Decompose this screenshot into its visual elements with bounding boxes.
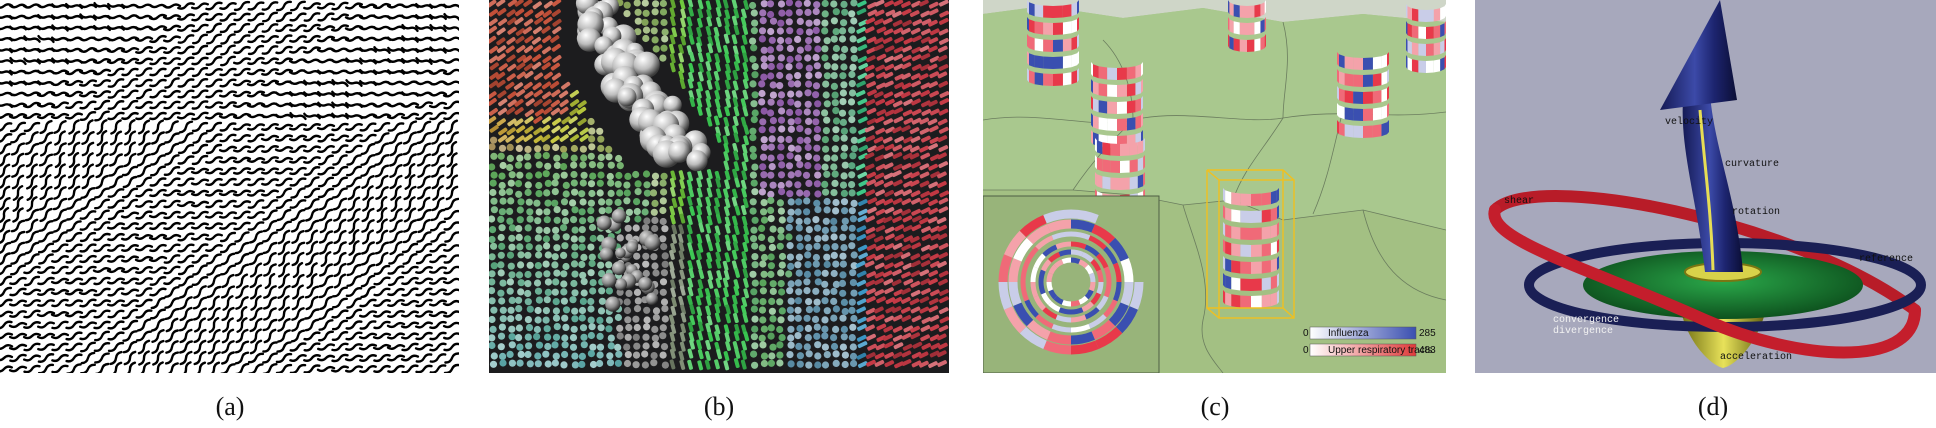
caption-d: (d) (1697, 392, 1729, 421)
shear-ring-front (1488, 204, 1921, 359)
legend-urt-max: 483 (1419, 345, 1436, 356)
caption-b: (b) (703, 392, 735, 421)
inset-spiral-view (983, 195, 1160, 373)
caption-c: (c) (1200, 392, 1230, 421)
panel-b-color-glyph-field (489, 0, 949, 373)
map-view: 0 Influenza 285 0 Upper respiratory trac… (983, 0, 1446, 373)
shear-ring-back (1489, 190, 1921, 316)
legend-influenza-max: 285 (1419, 328, 1436, 339)
panel-c-map-spirals: 0 Influenza 285 0 Upper respiratory trac… (983, 0, 1446, 373)
velocity-arrow-shaft (1682, 95, 1743, 272)
selection-box (1206, 169, 1295, 319)
color-legend: 0 Influenza 285 0 Upper respiratory trac… (1303, 326, 1436, 357)
flow-probe-glyph: velocity curvature rotation shear refere… (1488, 0, 1926, 368)
curvature-strip (1698, 109, 1715, 271)
label-divergence: divergence (1553, 325, 1613, 337)
superquadric-glyph-field (489, 0, 949, 371)
velocity-arrow-head (1660, 0, 1737, 110)
legend-influenza-min: 0 (1303, 328, 1309, 339)
texture-glyph-field (0, 0, 459, 373)
label-reference: reference (1859, 253, 1913, 265)
label-acceleration: acceleration (1720, 351, 1792, 363)
label-shear: shear (1504, 195, 1534, 207)
legend-urt-label: Upper respiratory tracts (1328, 345, 1432, 356)
legend-urt-min: 0 (1303, 345, 1309, 356)
label-velocity: velocity (1665, 116, 1713, 128)
label-curvature: curvature (1725, 159, 1779, 170)
panel-d-flow-probe: velocity curvature rotation shear refere… (1475, 0, 1936, 373)
spiral-glyphs (1027, 0, 1446, 308)
legend-influenza-label: Influenza (1328, 328, 1369, 339)
caption-a: (a) (215, 392, 245, 421)
panel-a-glyph-texture (0, 0, 459, 373)
label-convergence: convergence (1553, 315, 1619, 326)
label-rotation: rotation (1732, 206, 1780, 218)
